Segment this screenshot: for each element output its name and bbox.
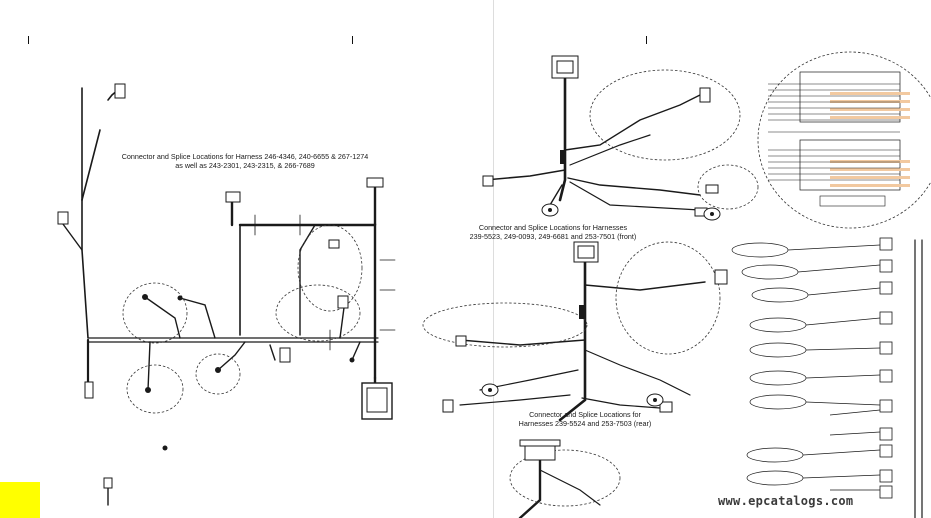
page-tick bbox=[352, 36, 353, 44]
sensor-icon bbox=[142, 294, 148, 300]
yellow-corner-marker bbox=[0, 482, 40, 518]
caption-harness-246: Connector and Splice Locations for Harne… bbox=[110, 152, 380, 170]
page-tick bbox=[28, 36, 29, 44]
watermark-text: www.epcatalogs.com bbox=[718, 494, 854, 508]
caption-harness-front: Connector and Splice Locations for Harne… bbox=[438, 223, 668, 241]
page-divider bbox=[493, 0, 494, 518]
caption-harness-rear: Connector and Splice Locations for Harne… bbox=[500, 410, 670, 428]
connector-icon bbox=[225, 191, 241, 203]
splice-icon bbox=[560, 150, 566, 164]
caption-harness-rear-text: Connector and Splice Locations for Harne… bbox=[518, 410, 652, 428]
caption-harness-front-text: Connector and Splice Locations for Harne… bbox=[469, 223, 637, 241]
caption-harness-246-text: Connector and Splice Locations for Harne… bbox=[121, 152, 369, 170]
page-tick bbox=[646, 36, 647, 44]
